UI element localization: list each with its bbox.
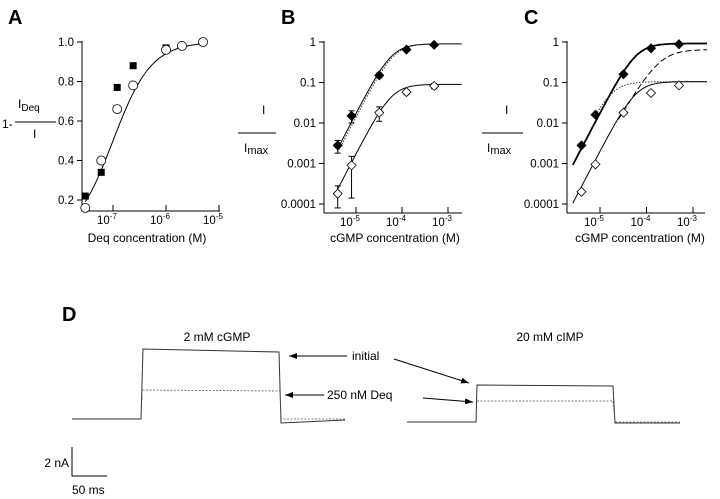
data-point-diamond (429, 80, 440, 92)
arrow-deq-cimp (422, 397, 474, 405)
y-tick-label: 0.001 (530, 159, 559, 171)
annotation-initial: initial (352, 349, 379, 363)
data-point-diamond (346, 160, 357, 171)
data-point-circle (96, 155, 107, 166)
panel-d-traces: 2 mM cGMP 20 mM cIMP initial 250 nM Deq … (44, 330, 680, 497)
data-point-square (113, 83, 121, 91)
data-point-diamond (401, 87, 412, 98)
y-tick-label: 0.0001 (281, 199, 316, 211)
scale-current: 2 nA (44, 456, 69, 470)
scale-time: 50 ms (72, 483, 105, 497)
ylabel-numerator: I (505, 103, 508, 117)
y-tick-label: 0.01 (294, 118, 316, 130)
panel-c-plot: 0.0001 0.001 0.01 0.1 1 10-5 10-4 10-3 (524, 37, 708, 229)
panel-b-xlabel: cGMP concentration (M) (330, 231, 460, 245)
fit-curve-solid (337, 43, 462, 149)
data-point-diamond (645, 43, 657, 54)
data-point-diamond (374, 70, 385, 81)
y-tick-label: 0.4 (58, 156, 75, 168)
trace-label-cimp: 20 mM cIMP (516, 330, 583, 344)
trace-cgmp-deq (141, 389, 345, 420)
panel-b-plot: 0.0001 0.001 0.01 0.1 1 10-5 10-4 10-3 (281, 37, 462, 229)
data-point-diamond (332, 188, 343, 199)
y-tick-label: 1 (553, 37, 559, 49)
data-point-diamond (401, 44, 412, 55)
y-tick-label: 0.0001 (524, 199, 559, 211)
trace-cgmp-initial (72, 348, 346, 424)
panel-label-c: C (524, 7, 538, 29)
x-tick-label: 10-5 (584, 214, 604, 229)
data-point-diamond (673, 80, 685, 91)
x-tick-label: 10-4 (386, 214, 406, 229)
data-point-diamond (590, 159, 601, 170)
data-point-square (97, 168, 105, 176)
panel-a-xlabel: Deq concentration (M) (88, 231, 207, 245)
ylabel-numerator: I (262, 103, 265, 117)
ylabel-denominator: Imax (244, 141, 269, 157)
x-tick-label: 10-3 (432, 214, 452, 229)
data-point-diamond (576, 186, 587, 197)
data-point-diamond (576, 140, 587, 151)
data-point-diamond (332, 140, 343, 151)
fit-curve-dashed (618, 49, 707, 120)
data-point-circle (112, 104, 123, 115)
x-tick-label: 10-4 (631, 214, 651, 229)
data-point-diamond (618, 69, 629, 80)
x-tick-label: 10-5 (340, 214, 360, 229)
data-point-square (129, 62, 137, 70)
ylabel-denominator: Imax (487, 141, 512, 157)
fit-curve-solid (337, 83, 462, 190)
x-tick-label: 10-3 (677, 214, 697, 229)
data-point-diamond (346, 110, 357, 121)
data-point-diamond (429, 39, 440, 50)
scale-bar: 2 nA 50 ms (44, 447, 107, 497)
panel-label-b: B (281, 7, 295, 29)
panel-a-plot: 0.2 0.4 0.6 0.8 1.0 10-7 10-6 10-5 (58, 37, 224, 227)
panel-b-ylabel: I Imax (238, 103, 276, 157)
panel-label-a: A (8, 7, 22, 29)
panel-label-d: D (62, 304, 76, 326)
annotation-deq: 250 nM Deq (327, 388, 392, 402)
data-point-circle (198, 37, 208, 47)
fit-curve-solid (572, 81, 708, 204)
y-tick-label: 0.1 (300, 78, 316, 90)
y-tick-label: 1 (310, 37, 316, 49)
data-point-circle (177, 41, 187, 51)
fit-curve-thick (572, 42, 707, 166)
trace-label-cgmp: 2 mM cGMP (184, 330, 251, 344)
trace-cimp-initial (407, 384, 680, 424)
arrow-initial-cimp (393, 358, 470, 384)
y-tick-label: 0.6 (58, 116, 74, 128)
ylabel-numerator: IDeq (18, 97, 40, 114)
fit-curve-solid (84, 43, 204, 203)
y-tick-label: 0.2 (58, 195, 74, 207)
x-tick-label: 10-6 (150, 212, 170, 227)
data-point-diamond (673, 39, 685, 50)
data-point-circle (80, 202, 91, 213)
data-point-diamond (645, 87, 657, 99)
data-point-circle (128, 80, 139, 91)
x-tick-label: 10-7 (97, 212, 117, 227)
data-point-circle (161, 45, 171, 55)
fit-curve-dotted (337, 43, 462, 153)
y-tick-label: 0.001 (287, 159, 316, 171)
y-tick-label: 1.0 (58, 37, 74, 49)
y-tick-label: 0.8 (58, 77, 74, 89)
panel-c-ylabel: I Imax (482, 103, 523, 157)
panel-a-ylabel: 1- IDeq I (2, 97, 56, 141)
x-tick-label: 10-5 (203, 212, 223, 227)
y-tick-label: 0.01 (537, 118, 559, 130)
data-point-diamond (374, 107, 385, 118)
fit-curve-dotted (595, 81, 707, 116)
trace-cimp-deq (477, 400, 680, 423)
data-point-diamond (590, 109, 601, 120)
ylabel-prefix: 1- (2, 117, 13, 131)
ylabel-denominator: I (33, 127, 36, 141)
data-point-square (81, 192, 89, 200)
panel-c-xlabel: cGMP concentration (M) (575, 231, 705, 245)
y-tick-label: 0.1 (543, 78, 559, 90)
data-point-diamond (618, 107, 629, 118)
